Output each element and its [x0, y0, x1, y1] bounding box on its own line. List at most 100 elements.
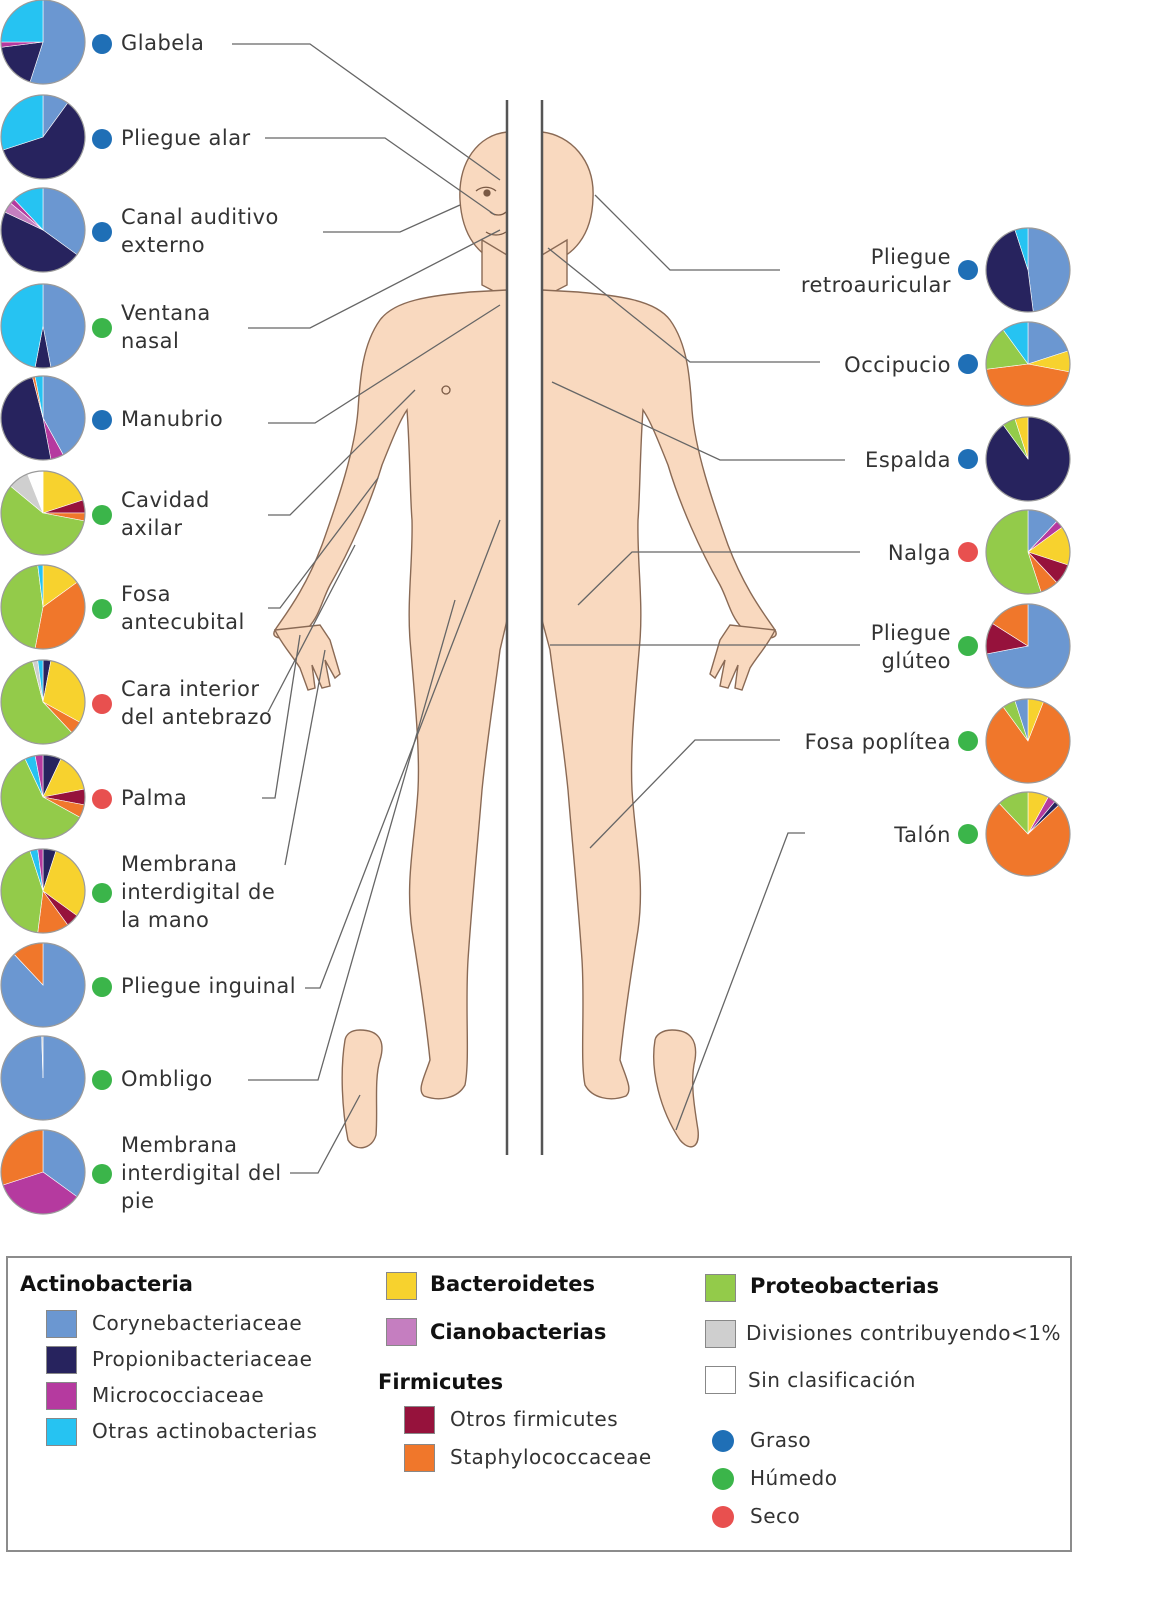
- fosa-poplitea-label: Fosa poplítea: [804, 730, 951, 754]
- legend-label-micrococciaceae: Micrococciaceae: [92, 1383, 265, 1407]
- palma-pie: [0, 754, 86, 840]
- cavidad-axilar-label: Cavidad axilar: [121, 488, 210, 540]
- membrana-interdigital-de-la-mano-pie: [0, 848, 86, 934]
- environment-dots: [92, 34, 978, 1184]
- legend-label-divisiones: Divisiones contribuyendo<1%: [746, 1321, 1061, 1345]
- legend-label-sin-clasificacion: Sin clasificación: [748, 1368, 916, 1392]
- espalda-pie: [985, 416, 1071, 502]
- cavidad-axilar-environment-dot: [92, 505, 112, 525]
- legend-label-proteobacterias: Proteobacterias: [750, 1274, 940, 1298]
- pliegue-retroauricular-label: Pliegue retroauricular: [800, 245, 951, 297]
- legend-swatch-cianobacterias: [386, 1318, 417, 1346]
- nalga-pie: [985, 509, 1071, 595]
- pliegue-inguinal-pie-outline: [0, 942, 86, 1028]
- human-body-figure: [273, 131, 777, 1149]
- membrana-interdigital-de-la-mano-label: Membrana interdigital de la mano: [121, 852, 276, 932]
- pie-slice-staphylococcaceae: [985, 363, 1070, 407]
- occipucio-pie-outline: [985, 321, 1071, 407]
- occipucio-label: Occipucio: [844, 353, 951, 377]
- canal-auditivo-externo-pie-outline: [0, 187, 86, 273]
- legend-label-corynebacteriaceae: Corynebacteriaceae: [92, 1311, 303, 1335]
- fosa-antecubital-pie: [0, 564, 86, 650]
- legend-swatch-propionibacteriaceae: [46, 1346, 77, 1374]
- ventana-nasal-pie: [0, 283, 86, 369]
- espalda-pie-outline: [985, 416, 1071, 502]
- manubrio-environment-dot: [92, 410, 112, 430]
- pliegue-gluteo-environment-dot: [958, 636, 978, 656]
- membrana-interdigital-del-pie-environment-dot: [92, 1164, 112, 1184]
- ombligo-pie-outline: [0, 1035, 86, 1121]
- legend-label-seco: Seco: [750, 1504, 801, 1528]
- pliegue-inguinal-pie: [0, 942, 86, 1028]
- legend-label-humedo: Húmedo: [750, 1466, 838, 1490]
- palma-environment-dot: [92, 789, 112, 809]
- legend-swatch-divisiones: [705, 1320, 736, 1348]
- fosa-poplitea-environment-dot: [958, 731, 978, 751]
- occipucio-pie: [985, 321, 1071, 407]
- espalda-label: Espalda: [865, 448, 951, 472]
- manubrio-pie-outline: [0, 375, 86, 461]
- cavidad-axilar-pie-outline: [0, 470, 86, 556]
- legend-label-staphylococcaceae: Staphylococcaceae: [450, 1445, 652, 1469]
- legend-swatch-proteobacterias: [705, 1274, 736, 1302]
- ombligo-pie: [0, 1035, 86, 1121]
- manubrio-pie: [0, 375, 86, 461]
- legend-label-graso: Graso: [750, 1428, 812, 1452]
- pliegue-alar-environment-dot: [92, 129, 112, 149]
- legend-swatch-micrococciaceae: [46, 1382, 77, 1410]
- palma-label: Palma: [121, 786, 188, 810]
- talon-pie: [985, 791, 1071, 877]
- legend-label-otras-actinobacterias: Otras actinobacterias: [92, 1419, 318, 1443]
- pliegue-alar-pie: [0, 94, 86, 180]
- fosa-poplitea-pie: [985, 698, 1071, 784]
- cara-interior-del-antebrazo-pie: [0, 659, 86, 745]
- legend-label-otros-firmicutes: Otros firmicutes: [450, 1407, 619, 1431]
- nalga-environment-dot: [958, 542, 978, 562]
- fosa-antecubital-label: Fosa antecubital: [121, 582, 245, 634]
- legend-swatch-bacteroidetes: [386, 1272, 417, 1300]
- membrana-interdigital-del-pie-pie-outline: [0, 1129, 86, 1215]
- pliegue-retroauricular-pie: [985, 227, 1071, 313]
- pliegue-gluteo-label: Pliegue glúteo: [870, 621, 951, 673]
- legend-label-cianobacterias: Cianobacterias: [430, 1320, 607, 1344]
- pie-slice-otras-actinobacterias: [0, 283, 44, 368]
- talon-pie-outline: [985, 791, 1071, 877]
- membrana-interdigital-del-pie-label: Membrana interdigital del pie: [121, 1133, 282, 1213]
- cavidad-axilar-pie: [0, 470, 86, 556]
- legend-dot-humedo: [712, 1468, 734, 1490]
- pliegue-alar-pie-outline: [0, 94, 86, 180]
- talon-environment-dot: [958, 824, 978, 844]
- pliegue-retroauricular-environment-dot: [958, 260, 978, 280]
- canal-auditivo-externo-label: Canal auditivo externo: [121, 205, 279, 257]
- legend-swatch-sin-clasificacion: [705, 1366, 736, 1394]
- legend-label-propionibacteriaceae: Propionibacteriaceae: [92, 1347, 313, 1371]
- legend-dot-graso: [712, 1430, 734, 1452]
- legend-swatch-otras-actinobacterias: [46, 1418, 77, 1446]
- legend-swatch-corynebacteriaceae: [46, 1310, 77, 1338]
- palma-pie-outline: [0, 754, 86, 840]
- espalda-environment-dot: [958, 449, 978, 469]
- pliegue-inguinal-label: Pliegue inguinal: [121, 974, 297, 998]
- legend-swatch-otros-firmicutes: [404, 1406, 435, 1434]
- pliegue-gluteo-pie-outline: [985, 603, 1071, 689]
- leader-lines: [232, 43, 860, 1174]
- fosa-antecubital-environment-dot: [92, 599, 112, 619]
- pliegue-gluteo-pie: [985, 603, 1071, 689]
- ventana-nasal-environment-dot: [92, 318, 112, 338]
- cara-interior-del-antebrazo-environment-dot: [92, 694, 112, 714]
- canal-auditivo-externo-environment-dot: [92, 222, 112, 242]
- legend-label-bacteroidetes: Bacteroidetes: [430, 1272, 595, 1296]
- ventana-nasal-label: Ventana nasal: [121, 301, 211, 353]
- nalga-label: Nalga: [887, 541, 951, 565]
- manubrio-label: Manubrio: [121, 407, 224, 431]
- ombligo-environment-dot: [92, 1070, 112, 1090]
- membrana-interdigital-de-la-mano-pie-outline: [0, 848, 86, 934]
- pie-slice-proteobacterias: [0, 564, 44, 649]
- glabela-environment-dot: [92, 34, 112, 54]
- legend-dot-seco: [712, 1506, 734, 1528]
- fosa-poplitea-pie-outline: [985, 698, 1071, 784]
- cara-interior-del-antebrazo-pie-outline: [0, 659, 86, 745]
- pliegue-retroauricular-pie-outline: [985, 227, 1071, 313]
